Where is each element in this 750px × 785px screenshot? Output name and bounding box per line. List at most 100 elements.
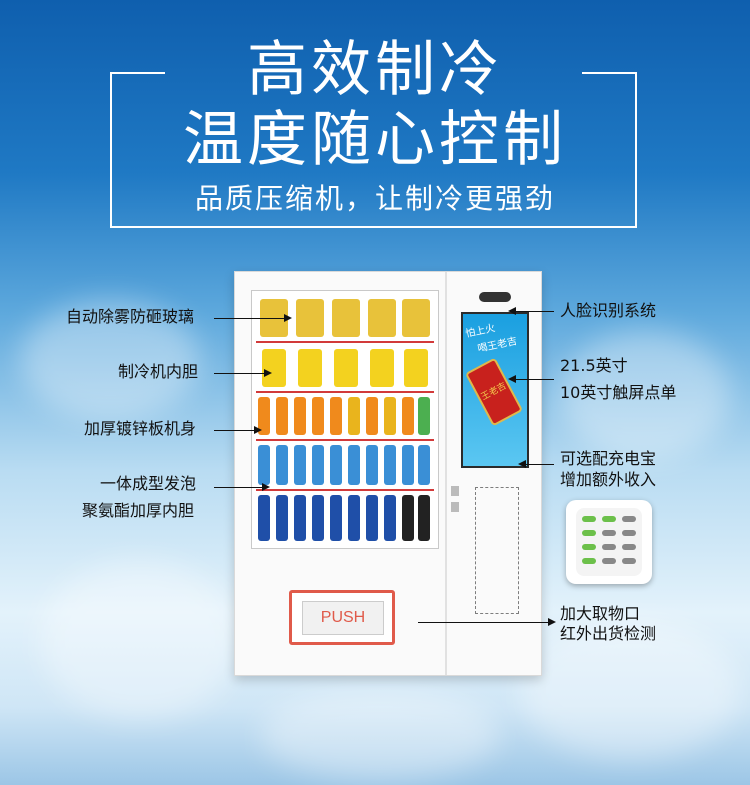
ice-texture (40, 560, 240, 720)
soda-bottle (384, 495, 396, 541)
drink-bottle (258, 397, 270, 435)
vending-machine: 怕上火 喝王老吉 王老吉 PUSH (234, 271, 542, 676)
water-bottle (348, 445, 360, 485)
arrow-icon (508, 375, 516, 383)
cabinet-divider (445, 272, 447, 675)
soda-bottle (330, 495, 342, 541)
callout-line (214, 373, 264, 374)
water-bottle (402, 445, 414, 485)
callout-line (526, 464, 554, 465)
callout-line (214, 318, 284, 319)
subtitle: 品质压缩机，让制冷更强劲 (194, 182, 555, 215)
arrow-icon (254, 426, 262, 434)
drink-bottle (330, 397, 342, 435)
power-bank-slot-area (475, 487, 519, 614)
bracket-line (110, 72, 112, 228)
callout-door-2: 红外出货检测 (560, 624, 657, 643)
soda-bottle (402, 495, 414, 541)
chips-bag (334, 349, 358, 387)
callout-powerbank-1: 可选配充电宝 (560, 449, 657, 468)
callout-foam-1: 一体成型发泡 (100, 474, 197, 493)
ice-texture (260, 690, 500, 780)
callout-body: 加厚镀锌板机身 (84, 419, 197, 438)
soda-bottle (348, 495, 360, 541)
slot-indicator (622, 544, 636, 550)
shelf (256, 341, 434, 343)
glass-display-window (251, 290, 439, 549)
drink-bottle (384, 397, 396, 435)
push-button[interactable]: PUSH (302, 601, 384, 635)
drink-bottle (418, 397, 430, 435)
soda-bottle (276, 495, 288, 541)
drink-bottle (294, 397, 306, 435)
slot-indicator (622, 558, 636, 564)
drink-bottle (366, 397, 378, 435)
snack-bag (296, 299, 324, 337)
slot-indicator (602, 558, 616, 564)
water-bottle (258, 445, 270, 485)
arrow-icon (548, 618, 556, 626)
arrow-icon (264, 369, 272, 377)
soda-bottle (418, 495, 430, 541)
drink-bottle (348, 397, 360, 435)
arrow-icon (508, 307, 516, 315)
drink-bottle (402, 397, 414, 435)
slot-indicator (582, 558, 596, 564)
slot-indicator (582, 544, 596, 550)
soda-bottle (366, 495, 378, 541)
ice-texture (20, 300, 200, 420)
face-recognition-camera (479, 292, 511, 302)
water-bottle (384, 445, 396, 485)
shelf (256, 439, 434, 441)
drink-bottle (312, 397, 324, 435)
callout-face: 人脸识别系统 (560, 301, 657, 320)
snack-bag (368, 299, 396, 337)
callout-powerbank-2: 增加额外收入 (560, 470, 657, 489)
shelf (256, 489, 434, 491)
chips-bag (298, 349, 322, 387)
ice-texture (520, 620, 740, 760)
soda-bottle (294, 495, 306, 541)
callout-line (516, 311, 554, 312)
chips-bag (404, 349, 428, 387)
arrow-icon (284, 314, 292, 322)
chips-bag (262, 349, 286, 387)
bracket-line (110, 226, 637, 228)
bracket-line (582, 72, 637, 74)
water-bottle (418, 445, 430, 485)
callout-glass: 自动除雾防砸玻璃 (66, 307, 195, 326)
indicator (451, 486, 459, 496)
bracket-line (110, 72, 165, 74)
drink-bottle (276, 397, 288, 435)
water-bottle (312, 445, 324, 485)
pickup-door[interactable]: PUSH (289, 590, 395, 645)
arrow-icon (262, 483, 270, 491)
red-can-image: 王老吉 (464, 357, 524, 427)
callout-screen-1: 21.5英寸 (560, 356, 628, 375)
callout-line (418, 622, 548, 623)
ice-texture (560, 330, 730, 460)
snack-bag (402, 299, 430, 337)
power-bank-panel (576, 508, 642, 576)
callout-line (214, 430, 254, 431)
callout-door-1: 加大取物口 (560, 604, 641, 623)
touch-screen[interactable]: 怕上火 喝王老吉 王老吉 (461, 312, 529, 468)
callout-screen-2: 10英寸触屏点单 (560, 383, 677, 402)
headline-line-2: 温度随心控制 (183, 105, 567, 175)
callout-line (214, 487, 262, 488)
bracket-line (635, 72, 637, 228)
shelf (256, 391, 434, 393)
can-label: 王老吉 (479, 381, 509, 403)
arrow-icon (518, 460, 526, 468)
snack-bag (332, 299, 360, 337)
headline-line-1: 高效制冷 (247, 35, 503, 105)
water-bottle (366, 445, 378, 485)
slot-indicator (602, 544, 616, 550)
slot-indicator (602, 530, 616, 536)
water-bottle (276, 445, 288, 485)
slot-indicator (602, 516, 616, 522)
power-bank-station (566, 500, 652, 584)
slot-indicator (622, 530, 636, 536)
callout-line (516, 379, 554, 380)
